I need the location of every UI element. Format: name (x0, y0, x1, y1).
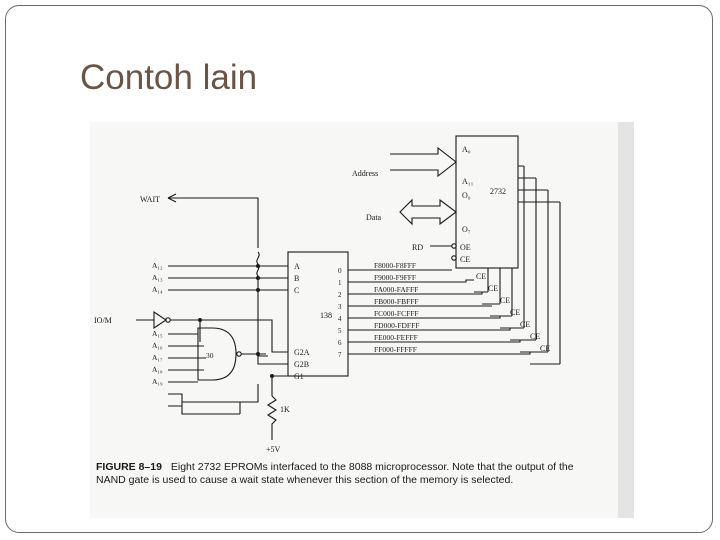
rd-label: RD (412, 243, 423, 252)
figure-caption-text-2: NAND gate is used to cause a wait state … (96, 474, 513, 486)
decoder-enable-g2b: G2B (294, 360, 309, 369)
eprom-o0-label: O₀ (462, 191, 471, 200)
eprom-a0-label: A₀ (462, 145, 471, 154)
decoder-name: 138 (320, 311, 332, 320)
decoder-input-label: A₁₂ (152, 261, 163, 270)
range-label: FC000-FCFFF (374, 309, 419, 318)
stack-ce-label: CE (488, 284, 498, 293)
stack-ce-label: CE (530, 332, 540, 341)
slide-title: Contoh lain (80, 58, 258, 97)
resistor-label: 1K (280, 405, 290, 414)
eprom-part-label: 2732 (490, 187, 506, 196)
range-label: FA000-FAFFF (374, 285, 418, 294)
decoder-output-3: 3 (338, 303, 342, 311)
vcc-label: +5V (266, 445, 281, 454)
nand-input-label: A₁₇ (152, 353, 163, 362)
eprom-oe-label: OE (460, 243, 471, 252)
eprom-o7-label: O₇ (462, 225, 471, 234)
range-label: F9000-F9FFF (374, 273, 416, 282)
figure-caption-text-1: Eight 2732 EPROMs interfaced to the 8088… (171, 461, 574, 473)
decoder-input-b: B (294, 274, 299, 283)
decoder-input-a: A (294, 262, 300, 271)
decoder-output-5: 5 (338, 327, 342, 335)
decoder-output-6: 6 (338, 339, 342, 347)
range-label: F8000-F8FFF (374, 261, 416, 270)
nand-gate-label: 30 (206, 351, 214, 360)
range-label: FB000-FBFFF (374, 297, 419, 306)
decoder-enable-g2a: G2A (294, 348, 310, 357)
nand-input-label: A₁₈ (152, 365, 163, 374)
range-label: FE000-FEFFF (374, 333, 418, 342)
address-bus-label: Address (352, 169, 378, 178)
stack-ce-label: CE (510, 308, 520, 317)
junction-dots (198, 264, 274, 378)
decoder-enable-g1: G1 (294, 372, 304, 381)
wait-label: WAIT (140, 195, 160, 204)
decoder-output-4: 4 (338, 315, 342, 323)
eprom-ce-label: CE (460, 255, 470, 264)
decoder-output-0: 0 (338, 267, 342, 275)
nand-input-label: A₁₅ (152, 329, 163, 338)
nand-input-label: A₁₆ (152, 341, 163, 350)
figure-caption-label: FIGURE 8–19 (96, 461, 162, 473)
decoder-output-2: 2 (338, 291, 342, 299)
io-m-label: IO/M (94, 316, 112, 325)
stack-ce-label: CE (476, 272, 486, 281)
nand-input-label: A₁₉ (152, 377, 163, 386)
circuit-wiring (136, 135, 561, 440)
stack-ce-label: CE (520, 320, 530, 329)
data-bus-label: Data (366, 213, 382, 222)
range-label: FF000-FFFFF (374, 345, 417, 354)
stack-ce-label: CE (540, 344, 550, 353)
eprom-interface-figure: A₀ A₁₁ O₀ O₇ 2732 OE CE CE CE CE CE CE C… (90, 122, 634, 518)
figure-caption-line1: FIGURE 8–19 Eight 2732 EPROMs interfaced… (96, 461, 574, 473)
decoder-output-1: 1 (338, 279, 342, 287)
range-label: FD000-FDFFF (374, 321, 419, 330)
decoder-input-label: A₁₄ (152, 285, 163, 294)
decoder-output-7: 7 (338, 351, 342, 359)
decoder-input-c: C (294, 286, 299, 295)
decoder-input-label: A₁₃ (152, 273, 163, 282)
eprom-a11-label: A₁₁ (462, 177, 474, 186)
stack-ce-label: CE (500, 296, 510, 305)
